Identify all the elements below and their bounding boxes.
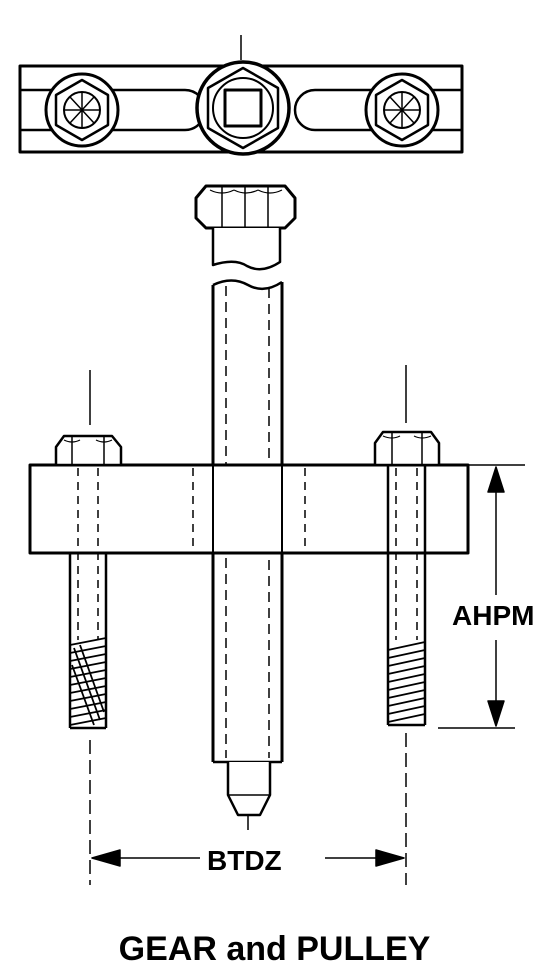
- width-dimension-label: BTDZ: [207, 845, 282, 876]
- height-arrow-down: [488, 701, 504, 726]
- left-hex-nut: [46, 74, 118, 146]
- width-dimension: [92, 850, 404, 866]
- height-dimension-label: AHPM: [452, 600, 535, 631]
- right-slot: [295, 90, 462, 130]
- forcing-screw: [196, 186, 295, 830]
- right-bolt-head: [375, 432, 439, 465]
- left-bolt-threads: [70, 638, 106, 725]
- square-drive: [225, 90, 261, 126]
- width-arrow-left: [92, 850, 120, 866]
- cross-bar: [30, 465, 468, 553]
- diagram-caption: GEAR and PULLEY: [118, 930, 431, 968]
- top-view: [20, 35, 462, 154]
- center-hex-nut: [197, 62, 289, 154]
- width-arrow-right: [376, 850, 404, 866]
- right-hex-nut: [366, 74, 438, 146]
- height-arrow-up: [488, 467, 504, 492]
- height-dimension: [438, 465, 525, 728]
- right-jaw-bolt: [375, 365, 439, 885]
- screw-tip: [228, 762, 270, 815]
- left-jaw-bolt: [56, 370, 121, 885]
- shaft-break-line: [213, 281, 282, 289]
- screw-shoulder: [213, 228, 280, 269]
- right-bolt-threads: [388, 642, 425, 722]
